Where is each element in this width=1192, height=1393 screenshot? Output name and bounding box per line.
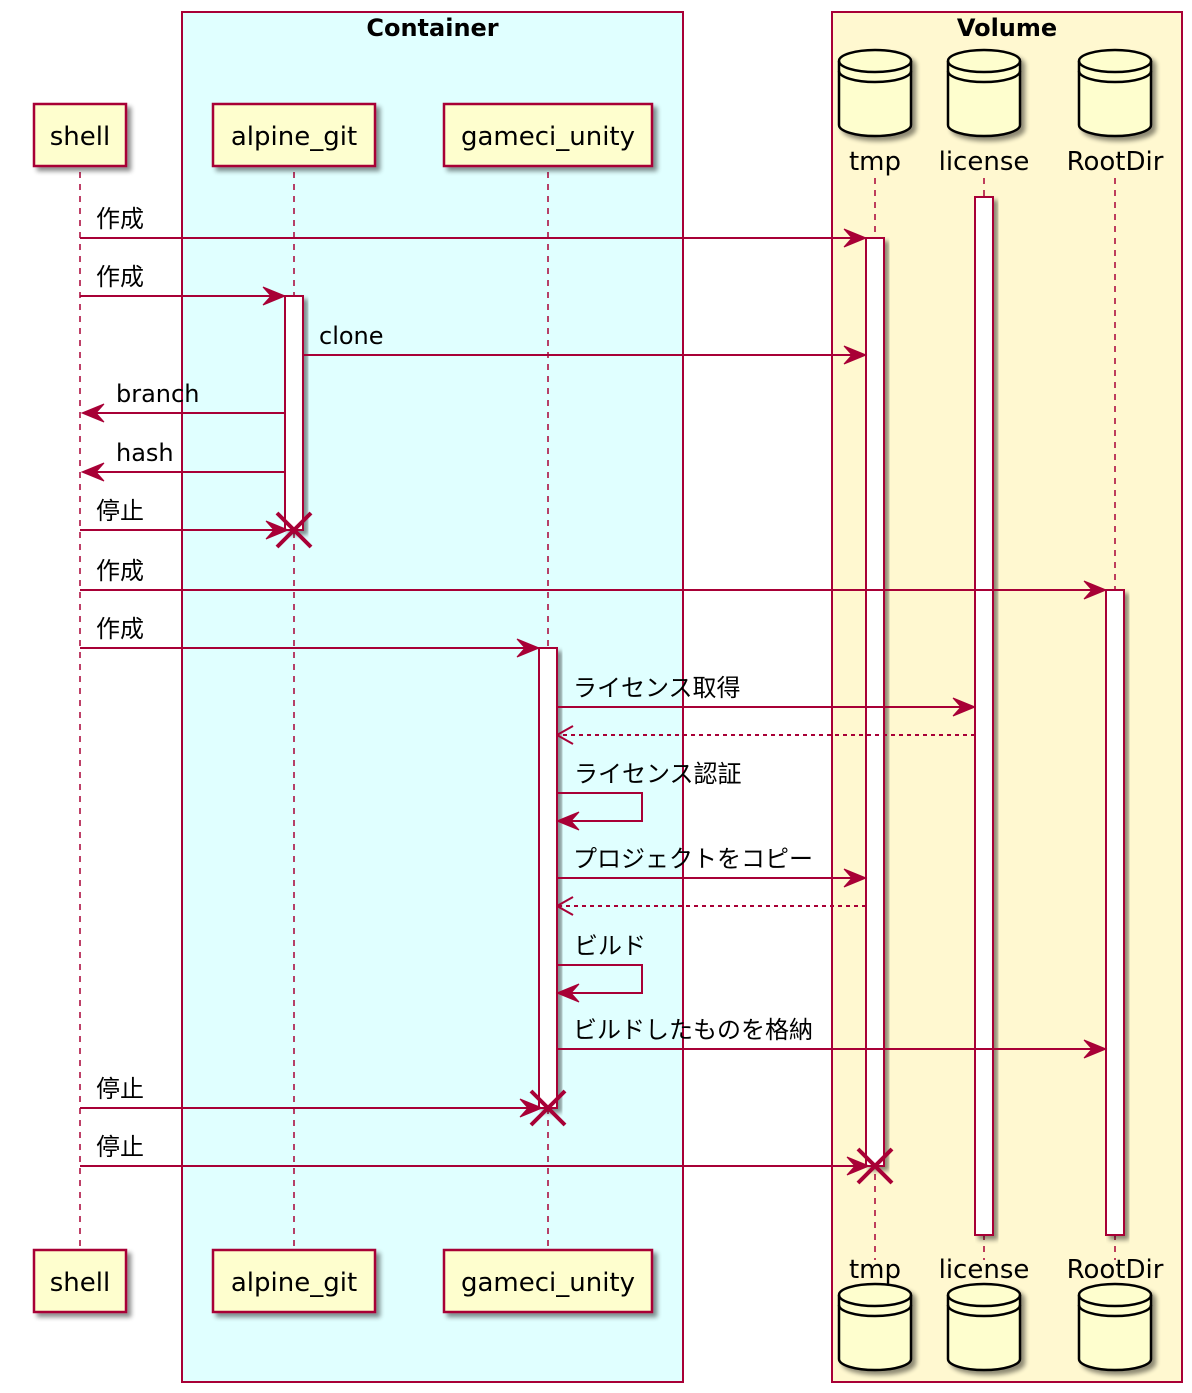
message-15: ビルドしたものを格納 xyxy=(557,1016,1108,1059)
RootDir-activation-bar xyxy=(1105,589,1125,1236)
license-label-top: license xyxy=(939,147,1030,177)
message-6: 停止 xyxy=(80,497,313,549)
RootDir-database-icon-bottom xyxy=(1077,1282,1153,1372)
message-8: 作成 xyxy=(80,615,541,658)
message-label-12: プロジェクトをコピー xyxy=(573,845,813,873)
message-label-2: 作成 xyxy=(96,263,144,291)
message-2: 作成 xyxy=(80,263,287,306)
message-12: プロジェクトをコピー xyxy=(557,845,868,888)
message-label-17: 停止 xyxy=(96,1133,144,1161)
shell-label-bottom: shell xyxy=(50,1268,110,1298)
tmp-database-icon-bottom xyxy=(837,1282,913,1372)
message-16: 停止 xyxy=(80,1075,567,1127)
tmp-label-top: tmp xyxy=(849,147,901,177)
license-database-icon-bottom xyxy=(946,1282,1022,1372)
message-4: branch xyxy=(80,380,285,423)
gameci_unity-activation-bar xyxy=(538,647,558,1109)
message-label-3: clone xyxy=(319,322,384,350)
message-label-11: ライセンス認証 xyxy=(574,760,742,788)
gameci_unity-label-top: gameci_unity xyxy=(461,122,635,152)
RootDir-label-top: RootDir xyxy=(1067,147,1164,177)
shell-participant-bottom: shell xyxy=(32,1248,128,1314)
RootDir-label-bottom: RootDir xyxy=(1067,1255,1164,1285)
tmp-label-bottom: tmp xyxy=(849,1255,901,1285)
message-11: ライセンス認証 xyxy=(555,760,742,831)
shell-participant-top: shell xyxy=(32,102,128,168)
container-box: Container xyxy=(181,11,684,1383)
message-label-8: 作成 xyxy=(96,615,144,643)
message-5: hash xyxy=(80,439,285,482)
message-label-1: 作成 xyxy=(96,205,144,233)
message-label-15: ビルドしたものを格納 xyxy=(573,1016,813,1044)
tmp-database-icon-top xyxy=(837,48,913,138)
volume-box-title: Volume xyxy=(957,14,1057,42)
gameci_unity-label-bottom: gameci_unity xyxy=(461,1268,635,1298)
license-database-icon-top xyxy=(946,48,1022,138)
alpine_git-activation-bar xyxy=(284,295,304,531)
message-1: 作成 xyxy=(80,205,868,248)
license-label-bottom: license xyxy=(939,1255,1030,1285)
message-13 xyxy=(556,896,866,916)
message-label-4: branch xyxy=(116,380,199,408)
gameci_unity-participant-top: gameci_unity xyxy=(442,102,654,168)
tmp-activation-bar xyxy=(865,237,885,1167)
gameci_unity-participant-bottom: gameci_unity xyxy=(442,1248,654,1314)
alpine_git-label-top: alpine_git xyxy=(231,122,357,152)
message-10 xyxy=(556,725,975,745)
message-7: 作成 xyxy=(80,557,1108,600)
message-label-7: 作成 xyxy=(96,557,144,585)
message-17: 停止 xyxy=(80,1133,894,1185)
message-9: ライセンス取得 xyxy=(557,674,977,717)
message-label-5: hash xyxy=(116,439,174,467)
message-3: clone xyxy=(303,322,868,365)
message-label-14: ビルド xyxy=(574,932,646,960)
alpine_git-label-bottom: alpine_git xyxy=(231,1268,357,1298)
alpine_git-participant-top: alpine_git xyxy=(211,102,377,168)
RootDir-database-icon-top xyxy=(1077,48,1153,138)
message-label-9: ライセンス取得 xyxy=(573,674,741,702)
message-label-6: 停止 xyxy=(96,497,144,525)
alpine_git-participant-bottom: alpine_git xyxy=(211,1248,377,1314)
message-label-16: 停止 xyxy=(96,1075,144,1103)
license-activation-bar xyxy=(974,196,994,1236)
shell-label-top: shell xyxy=(50,122,110,152)
message-14: ビルド xyxy=(555,932,646,1003)
container-box-title: Container xyxy=(366,14,498,42)
